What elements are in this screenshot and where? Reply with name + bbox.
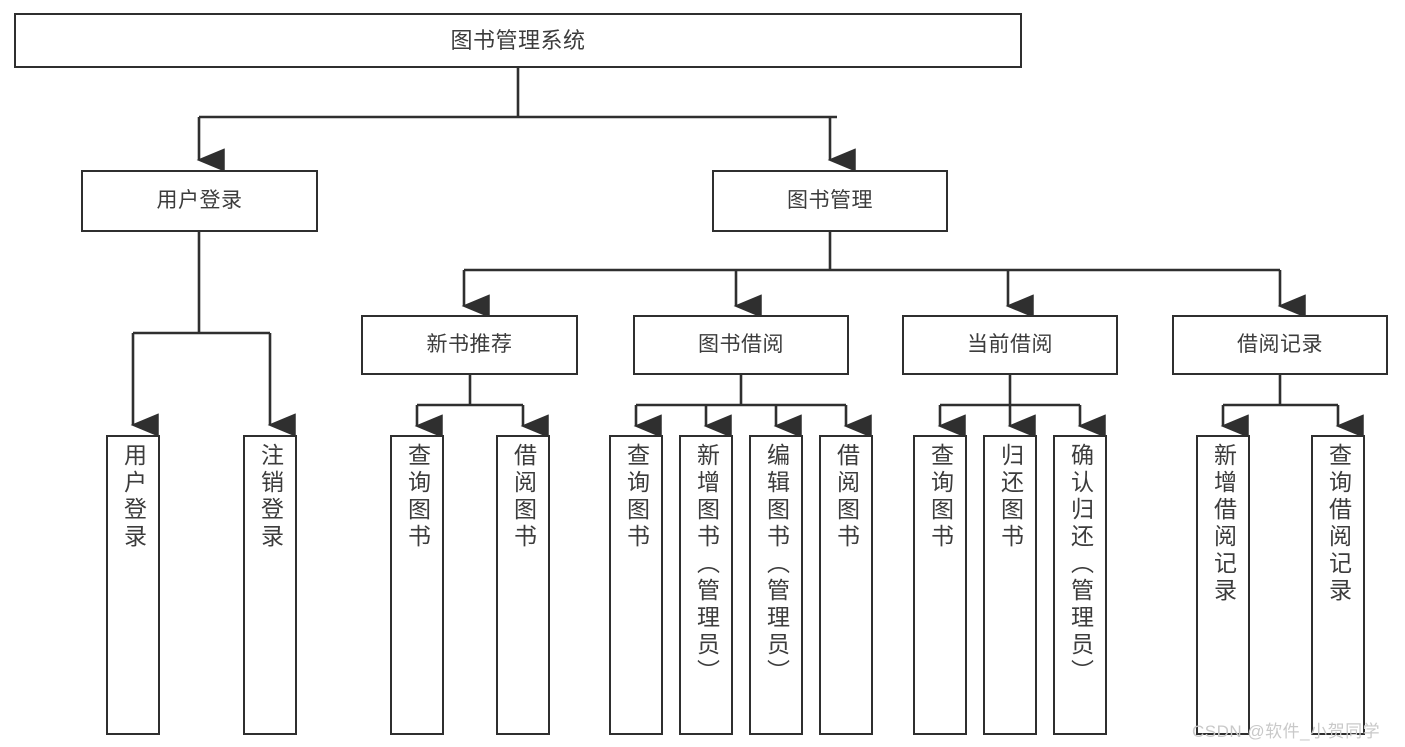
node-label: 查询图书	[404, 443, 431, 551]
node-borrow-record[interactable]: 借阅记录	[1172, 315, 1388, 375]
node-label: 图书管理	[787, 188, 873, 212]
node-book-borrow[interactable]: 图书借阅	[633, 315, 849, 375]
leaf-record-query-record[interactable]: 查询借阅记录	[1311, 435, 1365, 735]
node-label: 查询借阅记录	[1325, 443, 1352, 605]
leaf-borrow-query-book[interactable]: 查询图书	[609, 435, 663, 735]
leaf-current-query-book[interactable]: 查询图书	[913, 435, 967, 735]
node-label: 图书管理系统	[450, 27, 586, 53]
node-book-management[interactable]: 图书管理	[712, 170, 948, 232]
node-label: 注销登录	[257, 443, 284, 551]
node-label: 图书借阅	[698, 332, 784, 356]
node-current-borrow[interactable]: 当前借阅	[902, 315, 1118, 375]
leaf-recommend-query-book[interactable]: 查询图书	[390, 435, 444, 735]
leaf-recommend-borrow-book[interactable]: 借阅图书	[496, 435, 550, 735]
leaf-record-add-record[interactable]: 新增借阅记录	[1196, 435, 1250, 735]
node-new-book-recommend[interactable]: 新书推荐	[361, 315, 578, 375]
node-label: 用户登录	[156, 188, 243, 212]
node-label: 借阅记录	[1237, 332, 1323, 356]
node-label: 当前借阅	[967, 332, 1053, 356]
leaf-user-login[interactable]: 用户登录	[106, 435, 160, 735]
node-label: 查询图书	[623, 443, 650, 551]
node-label: 新增借阅记录	[1210, 443, 1237, 605]
watermark-credit: CSDN @软件_小贺同学	[1192, 722, 1381, 741]
node-label: 借阅图书	[833, 443, 860, 551]
node-label: 确认归还（管理员）	[1067, 443, 1094, 686]
node-label: 借阅图书	[510, 443, 537, 551]
node-label: 归还图书	[997, 443, 1024, 551]
node-label: 编辑图书（管理员）	[763, 443, 790, 686]
node-label: 用户登录	[120, 443, 147, 551]
node-label: 新书推荐	[426, 332, 513, 356]
leaf-current-confirm-return[interactable]: 确认归还（管理员）	[1053, 435, 1107, 735]
node-label: 查询图书	[927, 443, 954, 551]
leaf-current-return-book[interactable]: 归还图书	[983, 435, 1037, 735]
leaf-logout-login[interactable]: 注销登录	[243, 435, 297, 735]
leaf-borrow-edit-book[interactable]: 编辑图书（管理员）	[749, 435, 803, 735]
leaf-borrow-borrow-book[interactable]: 借阅图书	[819, 435, 873, 735]
node-user-login[interactable]: 用户登录	[81, 170, 318, 232]
leaf-borrow-add-book[interactable]: 新增图书（管理员）	[679, 435, 733, 735]
node-root-system[interactable]: 图书管理系统	[14, 13, 1022, 68]
node-label: 新增图书（管理员）	[693, 443, 720, 686]
